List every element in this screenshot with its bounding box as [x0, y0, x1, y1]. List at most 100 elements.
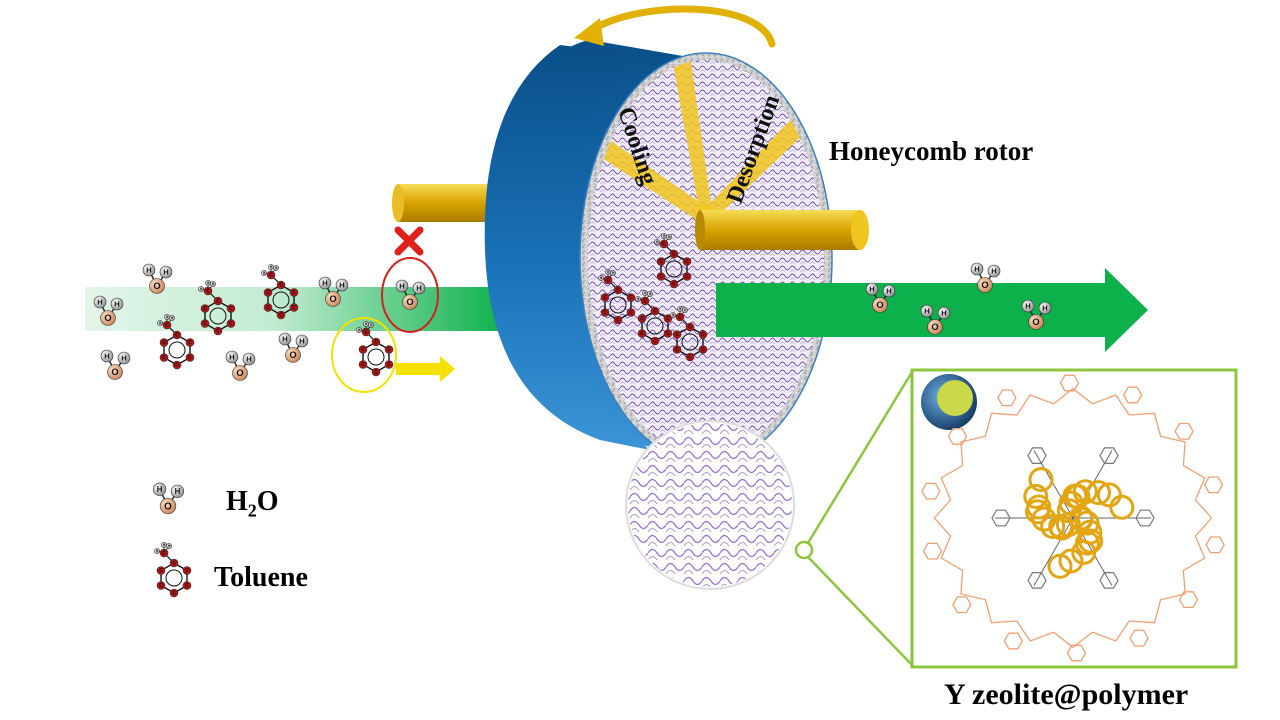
svg-text:H: H — [282, 335, 287, 344]
svg-text:H: H — [679, 307, 682, 311]
svg-text:H: H — [370, 323, 373, 327]
svg-text:O: O — [876, 300, 883, 310]
svg-text:C: C — [688, 325, 692, 331]
svg-text:O: O — [406, 297, 413, 307]
svg-text:C: C — [387, 362, 391, 368]
svg-text:O: O — [289, 350, 296, 360]
phenyl-ring — [1174, 422, 1194, 440]
svg-text:C: C — [216, 299, 220, 305]
honeycomb-rotor-label: Honeycomb rotor — [829, 136, 1034, 166]
water-molecule-icon: H HO — [225, 350, 256, 381]
svg-text:H: H — [600, 276, 603, 280]
svg-text:O: O — [931, 322, 938, 332]
svg-text:H: H — [299, 337, 304, 346]
polymer-chain — [921, 374, 1225, 662]
svg-text:C: C — [203, 321, 207, 327]
svg-text:H: H — [159, 321, 162, 325]
svg-text:H: H — [869, 285, 874, 294]
svg-text:H: H — [114, 300, 119, 309]
svg-text:C: C — [374, 340, 378, 346]
phenyl-ring — [922, 542, 943, 560]
svg-text:O: O — [236, 368, 243, 378]
svg-text:H: H — [104, 352, 109, 361]
svg-text:C: C — [229, 321, 233, 327]
svg-text:H: H — [263, 271, 266, 275]
svg-text:H: H — [246, 355, 251, 364]
phenyl-ring — [1059, 374, 1080, 392]
svg-text:O: O — [111, 367, 118, 377]
svg-text:H: H — [663, 234, 666, 238]
legend-water-o: O — [256, 486, 279, 517]
svg-text:O: O — [104, 313, 111, 323]
svg-text:O: O — [329, 294, 336, 304]
svg-text:C: C — [675, 347, 679, 353]
svg-text:C: C — [675, 332, 679, 338]
svg-text:C: C — [662, 242, 666, 248]
svg-text:C: C — [175, 333, 179, 339]
svg-text:C: C — [364, 330, 368, 336]
water-molecule-icon: H HO — [865, 282, 896, 313]
svg-text:C: C — [666, 316, 670, 322]
svg-text:C: C — [185, 568, 189, 574]
svg-text:C: C — [292, 290, 296, 296]
svg-text:C: C — [653, 339, 657, 345]
svg-text:C: C — [659, 259, 663, 265]
svg-text:O: O — [1032, 317, 1039, 327]
phenyl-ring — [1129, 629, 1149, 647]
svg-text:H: H — [229, 353, 234, 362]
svg-text:C: C — [162, 355, 166, 361]
svg-text:H: H — [886, 287, 891, 296]
svg-text:C: C — [603, 295, 607, 301]
svg-text:O: O — [153, 281, 160, 291]
rotation-arrow-icon — [574, 5, 776, 48]
svg-text:C: C — [203, 306, 207, 312]
svg-text:C: C — [159, 568, 163, 574]
honeycomb-rotor — [484, 40, 833, 464]
svg-text:H: H — [399, 282, 404, 291]
svg-text:C: C — [162, 551, 166, 557]
svg-text:C: C — [666, 331, 670, 337]
svg-text:C: C — [678, 315, 682, 321]
svg-text:C: C — [159, 583, 163, 589]
front-shaft — [695, 210, 869, 250]
svg-text:H: H — [121, 354, 126, 363]
svg-text:C: C — [672, 252, 676, 258]
svg-text:C: C — [616, 318, 620, 324]
svg-text:H: H — [166, 315, 169, 319]
svg-text:H: H — [656, 240, 659, 244]
svg-text:H: H — [612, 271, 615, 275]
sector-divider — [590, 132, 708, 222]
svg-text:H: H — [171, 316, 174, 320]
svg-text:C: C — [672, 282, 676, 288]
svg-text:H: H — [156, 549, 159, 553]
svg-text:H: H — [163, 543, 166, 547]
svg-text:H: H — [322, 279, 327, 288]
svg-text:C: C — [292, 305, 296, 311]
svg-text:H: H — [275, 266, 278, 270]
svg-text:C: C — [229, 306, 233, 312]
phenyl-ring — [1003, 632, 1024, 650]
phenyl-ring — [1066, 644, 1087, 662]
phenyl-ring — [921, 482, 941, 500]
svg-text:C: C — [269, 273, 273, 279]
svg-text:C: C — [279, 313, 283, 319]
sector-divider — [700, 112, 810, 222]
phenyl-ring — [997, 389, 1017, 407]
sector-divider — [672, 60, 712, 215]
svg-text:C: C — [603, 310, 607, 316]
svg-text:C: C — [685, 274, 689, 280]
svg-text:H: H — [684, 308, 687, 312]
svg-text:C: C — [266, 290, 270, 296]
svg-text:C: C — [266, 305, 270, 311]
